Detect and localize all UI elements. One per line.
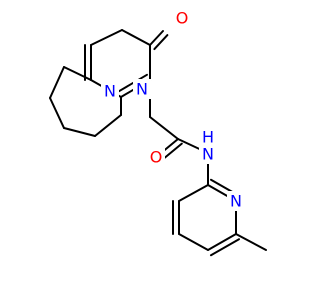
bond-methyl (235, 233, 267, 251)
atom-label-pyridine_n: N (230, 192, 242, 211)
bond-py-3 (178, 233, 209, 251)
atom-label-pyridazine_n2: N (136, 80, 148, 99)
bond-ring7-1 (63, 66, 92, 81)
bond-n1-n2-double (116, 73, 148, 93)
bond-c4-c3 (90, 29, 123, 46)
bond-py-1 (178, 184, 209, 202)
bond-ring7-2 (49, 66, 65, 99)
bond-layer (49, 29, 267, 257)
atom-bg-pyridazine_n2 (133, 79, 151, 99)
atom-bg-amide_oxygen (147, 147, 165, 167)
atom-label-ring_oxygen: O (176, 9, 189, 28)
bond-c3-o-double (153, 34, 169, 51)
bond-ring7-4 (63, 127, 96, 137)
atom-bg-amide_h (199, 127, 217, 147)
bond-ring7-5 (94, 114, 122, 137)
atom-label-pyridazine_n1: N (104, 82, 116, 101)
bond-c3-n2-side (121, 29, 151, 46)
atom-bg-amide_nh (199, 144, 217, 164)
atom-bg-ring_oxygen (173, 8, 191, 28)
bond-ring7-3 (49, 97, 65, 129)
atom-bg-pyridine_n (227, 191, 245, 211)
bond-py-4 (207, 233, 237, 251)
atom-label-amide_oxygen: O (150, 148, 163, 167)
bond-py-4-double (209, 238, 240, 257)
atom-label-amide_h: H (202, 128, 214, 147)
atom-label-amide_nh: N (202, 145, 214, 164)
bond-ch2-camide (149, 116, 179, 140)
bond-c3-o (149, 30, 164, 46)
atom-bg-pyridazine_n1 (101, 81, 119, 101)
